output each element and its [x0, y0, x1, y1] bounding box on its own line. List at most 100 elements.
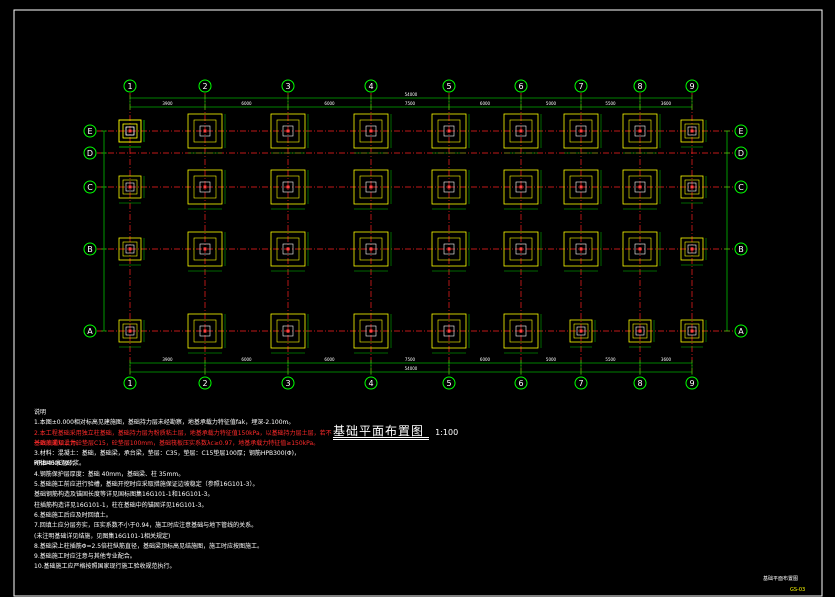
column-outline [199, 125, 211, 137]
footing [353, 231, 392, 272]
footing-outer [503, 231, 539, 267]
column-outline [687, 244, 697, 254]
grid-bubble-label: 7 [578, 82, 583, 91]
footing [622, 231, 661, 272]
grid-bubble-label: A [738, 327, 744, 336]
dimension-label: 5500 [605, 101, 616, 106]
grid-bubble-label: B [87, 245, 93, 254]
dimension-overall-label: 54000 [405, 366, 418, 371]
grid-bubble-label: B [738, 245, 744, 254]
footing-outer [187, 169, 223, 205]
note-line: 9.基础施工时应注意与其他专业配合。 [34, 553, 136, 561]
drawing-title: 基础平面布置图 [333, 424, 425, 438]
column-outline [443, 243, 455, 255]
footing-outer [353, 169, 389, 205]
dimension-label: 3600 [661, 101, 672, 106]
dimension-label: 7500 [405, 357, 416, 362]
column-core [286, 329, 290, 333]
column-outline [282, 243, 294, 255]
dimension-label: 3900 [162, 101, 173, 106]
footing-outer [118, 237, 142, 261]
column-outline [125, 244, 135, 254]
footing-step [193, 319, 217, 343]
column-outline [687, 326, 697, 336]
footing-outer [187, 231, 223, 267]
note-line: 基础钢筋构造及锚固长度等详见国标图集16G101-1和16G101-3。 [34, 491, 214, 499]
footing [353, 313, 392, 354]
column-core [579, 185, 583, 189]
footing-step [359, 319, 383, 343]
notes-heading: 说明 [34, 409, 47, 416]
grid-bubble-label: 4 [368, 82, 373, 91]
column-core [447, 329, 451, 333]
column-core [203, 185, 207, 189]
note-line: 2.本工程基础采用独立柱基础，基础持力层为粉质粘土层，地基承载力特征值150kP… [34, 429, 332, 447]
footing-outer [118, 119, 142, 143]
column-core [128, 329, 132, 333]
column-core [447, 129, 451, 133]
dimension-overall-label: 54000 [405, 92, 418, 97]
footing [431, 231, 470, 272]
column-core [369, 329, 373, 333]
grid-bubble [281, 376, 295, 390]
grid-bubble [633, 79, 647, 93]
column-outline [575, 181, 587, 193]
grid-bubble [734, 146, 748, 160]
footing-outer [118, 319, 142, 343]
footing-step [359, 175, 383, 199]
column-core [128, 129, 132, 133]
footing [187, 169, 226, 210]
footing-outer [503, 113, 539, 149]
column-core [519, 129, 523, 133]
grid-bubble [685, 79, 699, 93]
column-outline [199, 181, 211, 193]
footing [569, 319, 596, 348]
footing-step [509, 237, 533, 261]
footing-outer [431, 169, 467, 205]
footings [118, 113, 707, 354]
footing [680, 237, 707, 266]
drawing-scale: 1:100 [435, 428, 459, 437]
column-outline [125, 326, 135, 336]
grid-bubble-label: 4 [368, 379, 373, 388]
column-core [690, 329, 694, 333]
grid-bubble-label: D [87, 149, 93, 158]
column-core [203, 247, 207, 251]
footing-step [628, 175, 652, 199]
column-core [203, 329, 207, 333]
column-outline [515, 181, 527, 193]
footing [353, 169, 392, 210]
grid-bubble [734, 180, 748, 194]
column-outline [634, 243, 646, 255]
dimension-label: 6000 [324, 101, 335, 106]
grid-bubble-label: D [738, 149, 744, 158]
note-line: 8.基础梁上柱插筋Φ=2.5倍柱纵筋直径，基础梁顶标高见结施图，施工时应按图施工… [34, 542, 264, 550]
footing-step [193, 237, 217, 261]
grid-bubble [198, 376, 212, 390]
grid-bubble-label: 6 [518, 379, 523, 388]
footing-step [573, 323, 589, 339]
footing [187, 231, 226, 272]
footing [563, 231, 602, 272]
footing-outer [680, 175, 704, 199]
column-core [286, 185, 290, 189]
column-outline [443, 325, 455, 337]
column-outline [125, 182, 135, 192]
drawing-frame [13, 9, 823, 597]
grid-bubble [281, 79, 295, 93]
dimension-label: 3600 [661, 357, 672, 362]
column-outline [576, 326, 586, 336]
footing-outer [569, 319, 593, 343]
note-line: 10.基础施工应严格按照国家现行施工验收规范执行。 [34, 563, 176, 571]
footing-step [509, 319, 533, 343]
grid-bubble-label: 8 [637, 82, 642, 91]
footing [563, 113, 602, 154]
footing [431, 313, 470, 354]
footing [503, 113, 542, 154]
footing-step [569, 175, 593, 199]
footing-outer [270, 113, 306, 149]
grid-bubble [633, 376, 647, 390]
